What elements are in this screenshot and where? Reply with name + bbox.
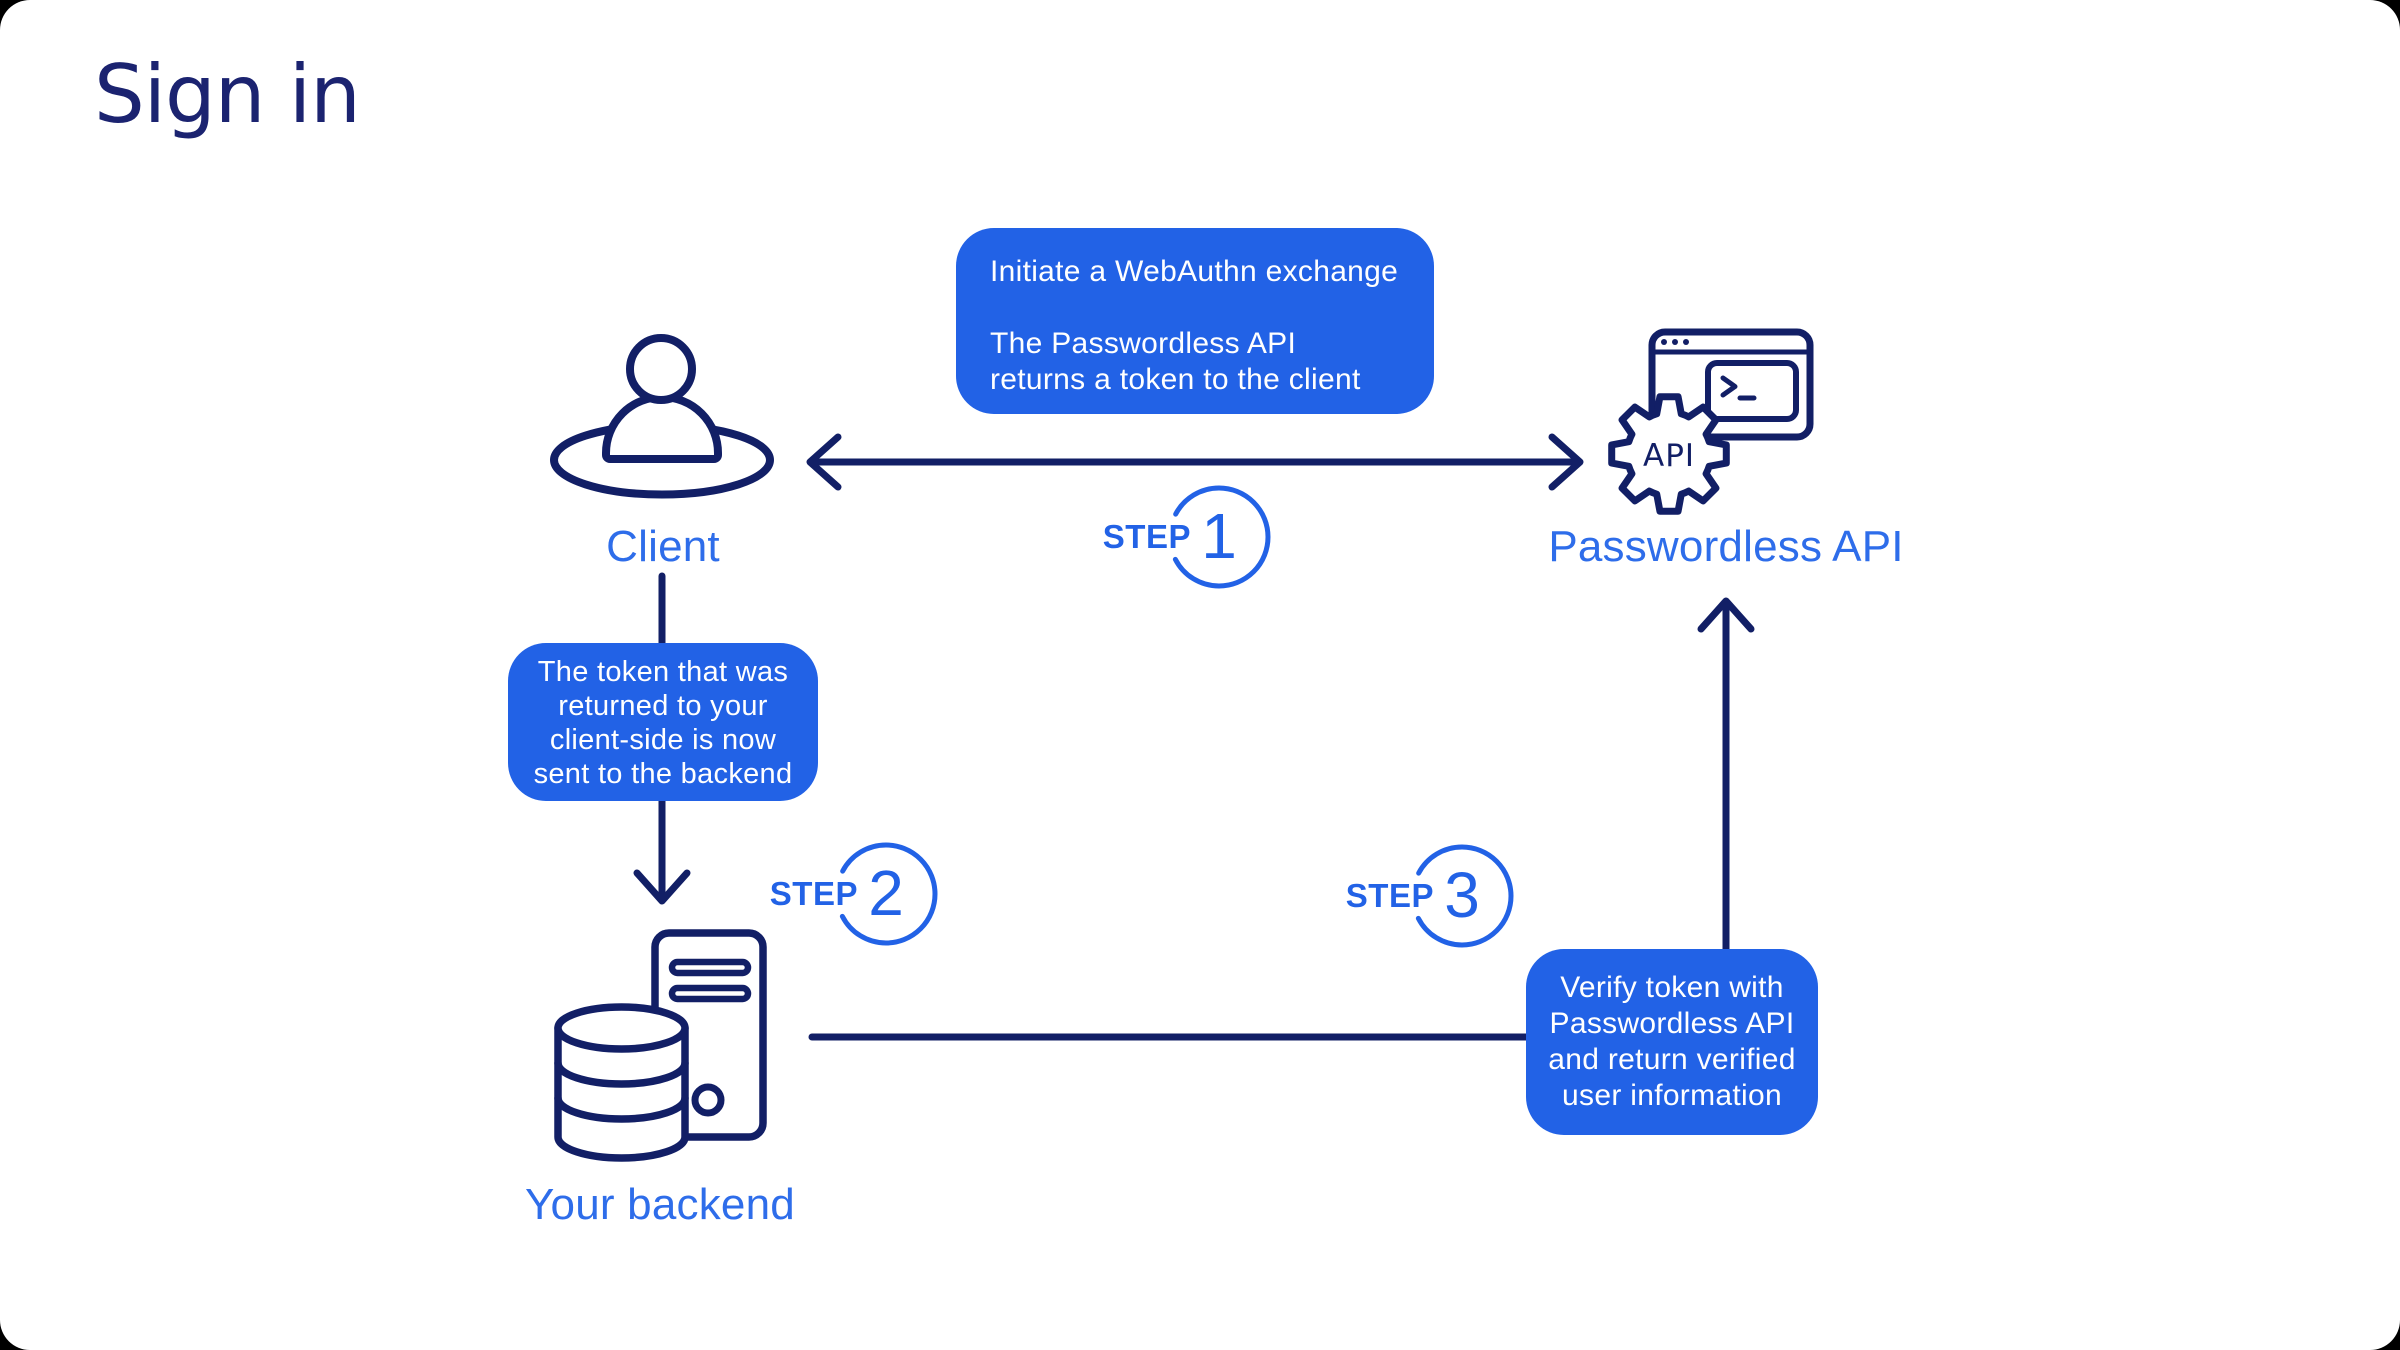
backend-label: Your backend [525,1180,795,1229]
arrow-client-api [806,433,1584,491]
callout-step1-box: Initiate a WebAuthn exchange The Passwor… [956,228,1434,414]
step-1-number: 1 [1201,500,1237,572]
arrow-callout-to-api [1697,597,1755,1004]
step-badge-3: STEP 3 [1310,844,1514,948]
step-badge-2: STEP 2 [734,842,938,946]
step-3-number: 3 [1444,859,1480,931]
callout-step2-box: The token that was returned to your clie… [508,643,818,801]
step-badge-1: STEP 1 [1067,485,1271,589]
step-1-circle [1167,485,1271,589]
gear-api-text: API [1643,438,1695,474]
page-title: Sign in [94,48,361,141]
step-2-circle [834,842,938,946]
callout-step1-line2: The Passwordless API returns a token to … [990,327,1361,396]
step-1-label: STEP [1102,518,1191,555]
step-2-label: STEP [769,875,858,912]
server-database-icon [554,929,767,1162]
person-in-ellipse-icon [550,334,774,499]
client-label: Client [606,522,720,571]
gear-browser-terminal-icon: API [1608,328,1814,515]
step-3-circle [1410,844,1514,948]
step-2-number: 2 [868,857,904,929]
callout-step1-line1: Initiate a WebAuthn exchange [990,255,1399,288]
callout-step3-box: Verify token with Passwordless API and r… [1526,949,1818,1135]
step-3-label: STEP [1345,877,1434,914]
passwordless-api-label: Passwordless API [1548,522,1904,571]
